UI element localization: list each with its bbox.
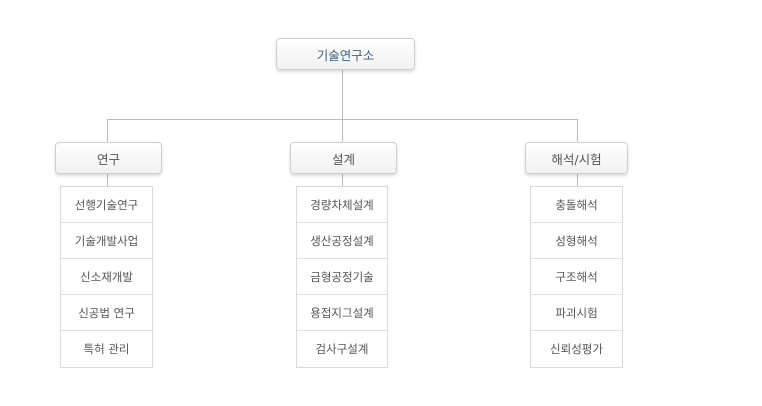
connector-analysis-list (577, 174, 578, 186)
connector-design-list (342, 174, 343, 186)
list-item: 경량차체설계 (297, 187, 387, 223)
dept-research-list: 선행기술연구 기술개발사업 신소재개발 신공법 연구 특허 관리 (60, 186, 153, 368)
connector-to-research (107, 119, 108, 142)
dept-analysis-header: 해석/시험 (525, 142, 628, 174)
connector-root-down (342, 70, 343, 119)
list-item: 신공법 연구 (61, 295, 152, 331)
root-node: 기술연구소 (276, 38, 415, 70)
list-item: 구조해석 (531, 259, 622, 295)
list-item: 특허 관리 (83, 342, 130, 356)
list-item: 용접지그설계 (297, 295, 387, 331)
connector-to-analysis (577, 119, 578, 142)
list-item: 파괴시험 (531, 295, 622, 331)
dept-design-list: 경량차체설계 생산공정설계 금형공정기술 용접지그설계 검사구설계 (296, 186, 388, 368)
list-item: 검사구설계 (315, 342, 369, 356)
list-item: 충돌해석 (531, 187, 622, 223)
list-item: 생산공정설계 (297, 223, 387, 259)
dept-research-header: 연구 (55, 142, 162, 174)
dept-design-header: 설계 (290, 142, 397, 174)
list-item: 성형해석 (531, 223, 622, 259)
list-item: 기술개발사업 (61, 223, 152, 259)
list-item: 금형공정기술 (297, 259, 387, 295)
connector-to-design (342, 119, 343, 142)
connector-research-list (107, 174, 108, 186)
list-item: 선행기술연구 (61, 187, 152, 223)
list-item: 신소재개발 (61, 259, 152, 295)
list-item: 신뢰성평가 (550, 342, 603, 356)
dept-analysis-list: 충돌해석 성형해석 구조해석 파괴시험 신뢰성평가 (530, 186, 623, 368)
